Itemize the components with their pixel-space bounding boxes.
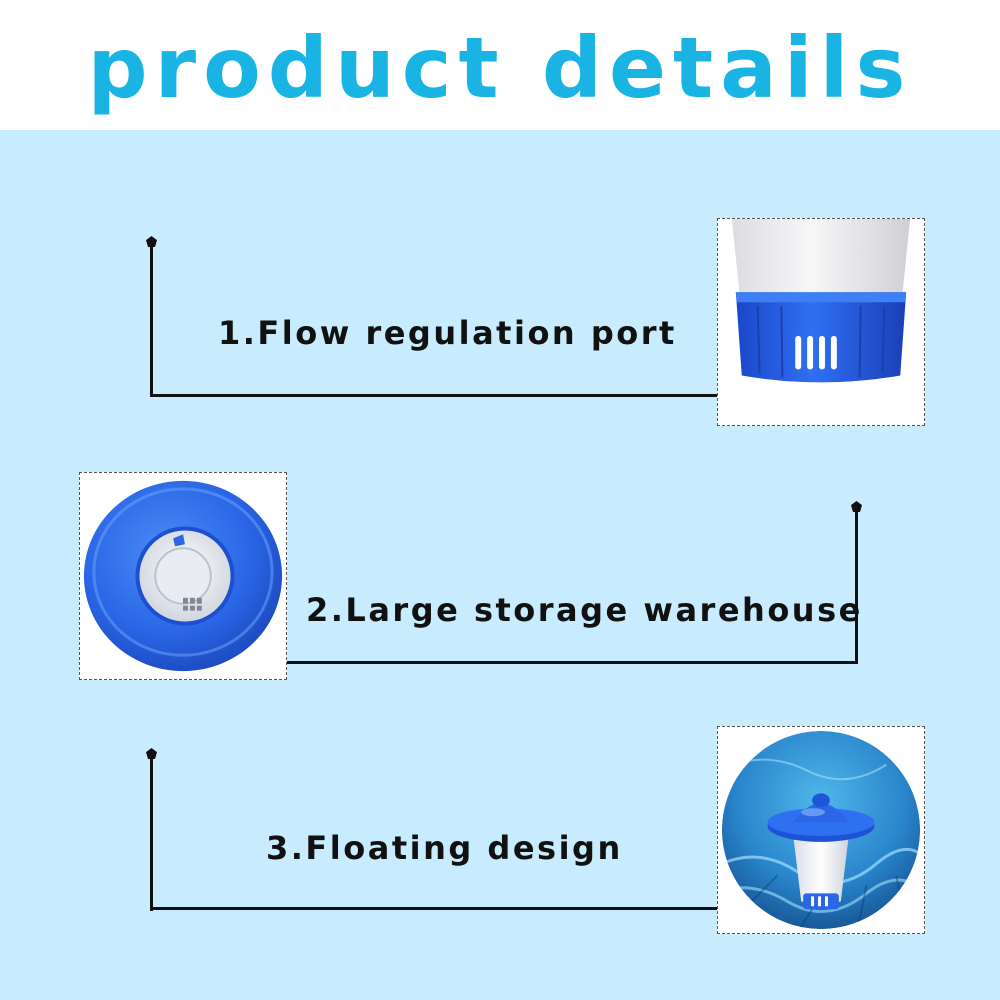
page-title: product details bbox=[87, 19, 913, 117]
callout-line-1-horizontal bbox=[150, 394, 718, 397]
feature-image-3 bbox=[717, 726, 925, 934]
feature-label-2: 2.Large storage warehouse bbox=[306, 591, 863, 629]
feature-image-2 bbox=[79, 472, 287, 680]
feature-image-1 bbox=[717, 218, 925, 426]
feature-label-3: 3.Floating design bbox=[266, 829, 623, 867]
callout-line-2-horizontal bbox=[287, 661, 858, 664]
callout-line-2-vertical bbox=[855, 507, 858, 664]
callout-line-3-horizontal bbox=[150, 907, 718, 910]
dispenser-floating-icon bbox=[718, 727, 924, 933]
callout-dot-2 bbox=[851, 501, 862, 512]
callout-line-1-vertical bbox=[150, 242, 153, 397]
dispenser-vent-icon bbox=[718, 219, 924, 425]
dispenser-top-view-icon bbox=[80, 473, 286, 679]
callout-dot-1 bbox=[146, 236, 157, 247]
header-banner: product details bbox=[0, 0, 1000, 130]
feature-label-1: 1.Flow regulation port bbox=[218, 314, 677, 352]
callout-line-3-vertical bbox=[150, 754, 153, 911]
callout-dot-3 bbox=[146, 748, 157, 759]
